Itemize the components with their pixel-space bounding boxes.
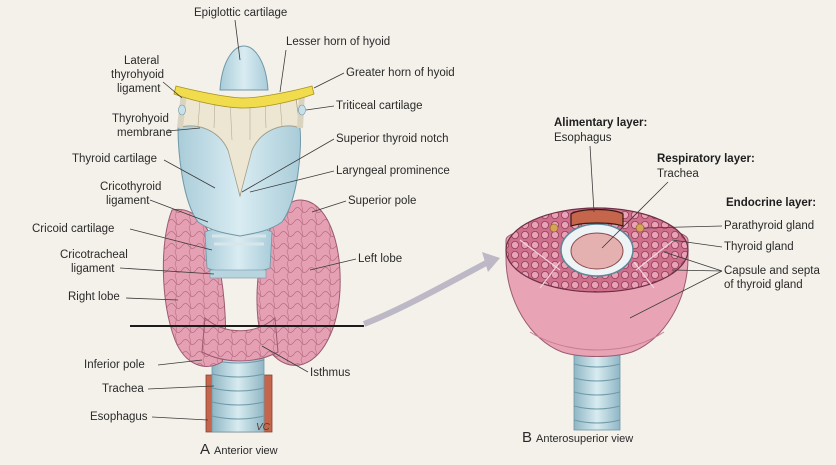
label-respiratory-layer: Respiratory layer: <box>657 153 755 165</box>
label-thyrohyoid-membrane-1: Thyrohyoid <box>112 113 169 125</box>
label-left-lobe: Left lobe <box>358 253 402 265</box>
label-isthmus: Isthmus <box>310 367 351 379</box>
label-endocrine-layer: Endocrine layer: <box>726 197 816 209</box>
label-b-trachea: Trachea <box>657 168 699 180</box>
triticeal-cartilage-shape <box>299 105 306 115</box>
label-cricothyroid-2: ligament <box>106 195 150 207</box>
label-superior-pole: Superior pole <box>348 195 416 207</box>
label-lesser-horn: Lesser horn of hyoid <box>286 36 390 48</box>
label-cricotracheal-1: Cricotracheal <box>60 249 128 261</box>
label-cricothyroid-1: Cricothyroid <box>100 181 161 193</box>
label-b-esophagus: Esophagus <box>554 132 612 144</box>
label-lateral-ligament-3: ligament <box>117 83 161 95</box>
label-capsule-septa-2: of thyroid gland <box>724 279 803 291</box>
isthmus-shape <box>202 318 278 361</box>
caption-b-letter: B <box>522 429 532 446</box>
label-triticeal: Triticeal cartilage <box>336 100 423 112</box>
label-parathyroid-gland: Parathyroid gland <box>724 220 814 232</box>
esophagus-cross-section <box>571 210 623 227</box>
label-epiglottic-cartilage: Epiglottic cartilage <box>194 7 287 19</box>
label-cricotracheal-2: ligament <box>71 263 115 275</box>
label-thyrohyoid-membrane-2: membrane <box>117 127 172 139</box>
label-superior-notch: Superior thyroid notch <box>336 133 449 145</box>
caption-a-letter: A <box>200 441 210 458</box>
label-alimentary-layer: Alimentary layer: <box>554 117 647 129</box>
label-thyroid-gland: Thyroid gland <box>724 241 794 253</box>
anterosuperior-view-illustration <box>506 208 688 430</box>
label-cricoid-cartilage: Cricoid cartilage <box>32 223 114 235</box>
epiglottis-shape <box>220 46 268 90</box>
label-trachea: Trachea <box>102 383 144 395</box>
caption-b-text: Anterosuperior view <box>536 433 633 445</box>
label-capsule-septa-1: Capsule and septa <box>724 265 821 277</box>
label-greater-horn: Greater horn of hyoid <box>346 67 455 79</box>
illustrator-signature: VC <box>256 422 271 433</box>
label-lateral-ligament-2: thyrohyoid <box>111 69 164 81</box>
label-esophagus: Esophagus <box>90 411 148 423</box>
label-inferior-pole: Inferior pole <box>84 359 145 371</box>
section-arrow <box>364 262 488 324</box>
label-right-lobe: Right lobe <box>68 291 120 303</box>
label-thyroid-cartilage: Thyroid cartilage <box>72 153 157 165</box>
caption-a-text: Anterior view <box>214 445 278 457</box>
label-laryngeal-prominence: Laryngeal prominence <box>336 165 450 177</box>
label-lateral-ligament-1: Lateral <box>124 55 159 67</box>
